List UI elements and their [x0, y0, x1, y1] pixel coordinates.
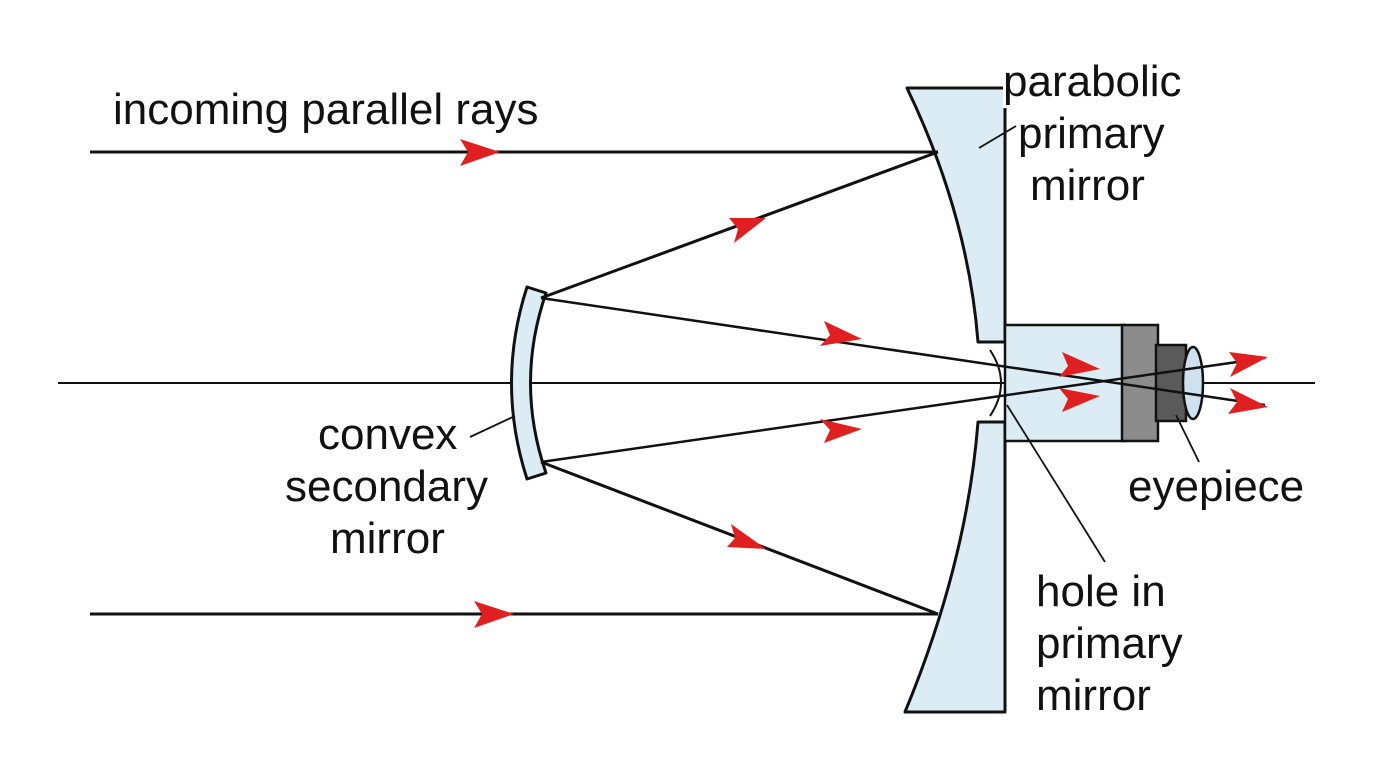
- arrow-incoming-top: [460, 139, 500, 166]
- secondary-to-eyepiece-ray-top: [540, 296, 1266, 407]
- arrow-to-secondary-top: [729, 218, 766, 243]
- secondary-to-eyepiece-ray-bottom: [540, 356, 1266, 464]
- arrow-converge-bottom-2: [1059, 388, 1100, 412]
- arrow-exit-top: [1229, 352, 1268, 377]
- secondary-mirror: [510, 285, 548, 481]
- primary-hole-edge: [989, 349, 1002, 417]
- secondary-mirror-label-cont: secondary mirror: [285, 462, 489, 563]
- arrow-incoming-bottom: [474, 601, 514, 628]
- incoming-rays-label: incoming parallel rays: [113, 85, 539, 134]
- primary-mirror-upper: [905, 86, 1007, 344]
- secondary-mirror-label: convex: [318, 410, 458, 459]
- hole-label: hole in primary mirror: [1036, 567, 1183, 720]
- arrow-converge-top-2: [1059, 352, 1100, 377]
- eyepiece-lens: [1181, 345, 1205, 421]
- leader-secondary: [469, 415, 516, 438]
- leader-eyepiece: [1175, 414, 1200, 463]
- primary-mirror-lower: [903, 420, 1007, 714]
- arrow-to-secondary-bottom: [727, 524, 766, 549]
- primary-mirror-label: parabolic: [1003, 56, 1186, 108]
- arrow-converge-bottom-1: [820, 419, 862, 443]
- leader-primary: [978, 125, 1017, 149]
- eyepiece-barrel: [1120, 323, 1160, 443]
- arrow-converge-top-1: [820, 321, 862, 346]
- eyepiece-cap: [1154, 343, 1188, 423]
- eyepiece-label: eyepiece: [1128, 462, 1305, 511]
- eyepiece-tube: [1003, 323, 1127, 443]
- leader-hole: [1006, 404, 1106, 563]
- primary-mirror-label-cont: primary mirror: [1018, 109, 1165, 210]
- arrow-exit-bottom: [1228, 388, 1268, 414]
